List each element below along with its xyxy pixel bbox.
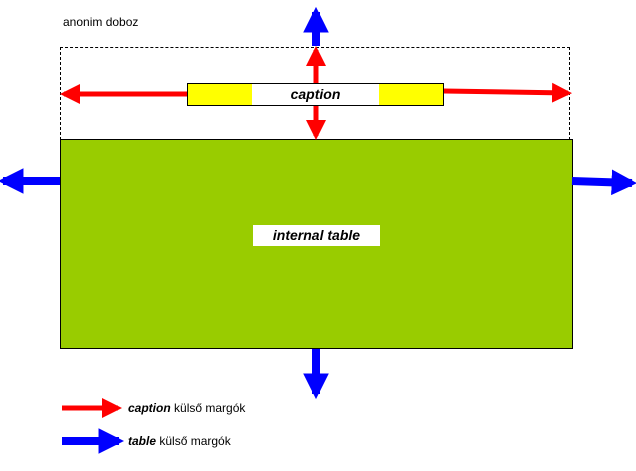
caption-label: caption (290, 86, 341, 102)
anon-box-label: anonim doboz (63, 15, 139, 29)
caption-margin-arrow-right (443, 82, 572, 103)
internal-table-label: internal table (253, 225, 380, 246)
legend-description: külső margók (159, 434, 231, 448)
table-margin-arrow-right (571, 169, 636, 196)
legend-term: table (128, 434, 157, 448)
legend-item-caption: caption külső margók (128, 401, 245, 415)
caption-left-padding (188, 84, 252, 105)
caption-box: caption (187, 83, 444, 106)
legend-item-table: table külső margók (128, 434, 231, 448)
legend-term: caption (128, 401, 171, 415)
caption-right-padding (379, 84, 443, 105)
legend-description: külső margók (174, 401, 246, 415)
